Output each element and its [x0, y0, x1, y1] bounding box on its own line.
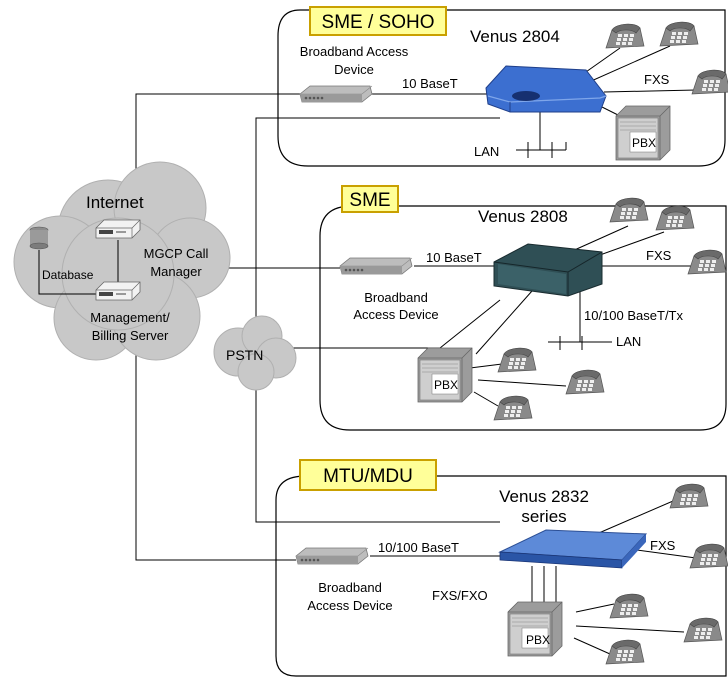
soho-pbx-label: PBX: [632, 136, 656, 150]
billing-line2: Billing Server: [92, 328, 169, 343]
mtu-tag-box: [299, 459, 437, 491]
mtu-tag: MTU/MDU: [323, 466, 413, 487]
billing-server-icon: [95, 281, 141, 301]
sme-pbx-label: PBX: [434, 378, 458, 392]
mtu-access-line1: Broadband: [318, 580, 382, 595]
db-link: [38, 250, 96, 295]
sme-fxs-label: FXS: [646, 248, 672, 263]
sme-lan-speed: 10/100 BaseT/Tx: [584, 308, 683, 323]
sme-tag: SME: [349, 190, 390, 211]
phone-icon: [609, 197, 649, 223]
soho-link-label: 10 BaseT: [402, 76, 458, 91]
database-icon: [29, 226, 49, 250]
soho-lan-label: LAN: [474, 144, 499, 159]
mtu-modem-icon: [295, 547, 369, 565]
soho-tag-box: [309, 6, 447, 36]
sme-tag-box: [341, 185, 399, 213]
sme-access-line2: Access Device: [353, 307, 438, 322]
mgcp-server-icon: [95, 219, 141, 239]
mtu-link-label: 10/100 BaseT: [378, 540, 459, 555]
sme-access-line1: Broadband: [364, 290, 428, 305]
soho-tag: SME / SOHO: [322, 12, 435, 33]
database-label: Database: [42, 268, 94, 282]
billing-line1: Management/: [90, 310, 170, 325]
mtu-pbx-icon: [507, 601, 563, 657]
mtu-device-line1: Venus 2832: [499, 487, 589, 506]
soho-device-name: Venus 2804: [470, 27, 560, 46]
mtu-fxs-fxo-label: FXS/FXO: [432, 588, 488, 603]
mtu-frame: [275, 475, 727, 677]
internet-label: Internet: [86, 193, 144, 212]
sme-lan-label: LAN: [616, 334, 641, 349]
sme-device-name: Venus 2808: [478, 207, 568, 226]
mtu-fxs-label: FXS: [650, 538, 676, 553]
mtu-device-line2: series: [521, 507, 566, 526]
mgcp-line2: Manager: [150, 264, 202, 279]
venus-2804-icon: [485, 65, 607, 113]
connection-lines: [135, 45, 697, 655]
soho-modem-icon: [299, 85, 373, 103]
venus-2832-icon: [498, 529, 648, 569]
mtu-access-line2: Access Device: [307, 598, 392, 613]
soho-fxs-label: FXS: [644, 72, 670, 87]
pstn-label: PSTN: [226, 347, 263, 363]
sme-link-label: 10 BaseT: [426, 250, 482, 265]
mgcp-line1: MGCP Call: [144, 246, 209, 261]
soho-pbx-icon: [615, 105, 671, 161]
venus-2808-icon: [493, 243, 603, 297]
sme-pbx-icon: [417, 347, 473, 403]
pstn-cloud: [213, 315, 297, 391]
soho-access-line1: Broadband Access: [300, 44, 409, 59]
mtu-pbx-label: PBX: [526, 633, 550, 647]
sme-modem-icon: [339, 257, 413, 275]
soho-access-line2: Device: [334, 62, 374, 77]
